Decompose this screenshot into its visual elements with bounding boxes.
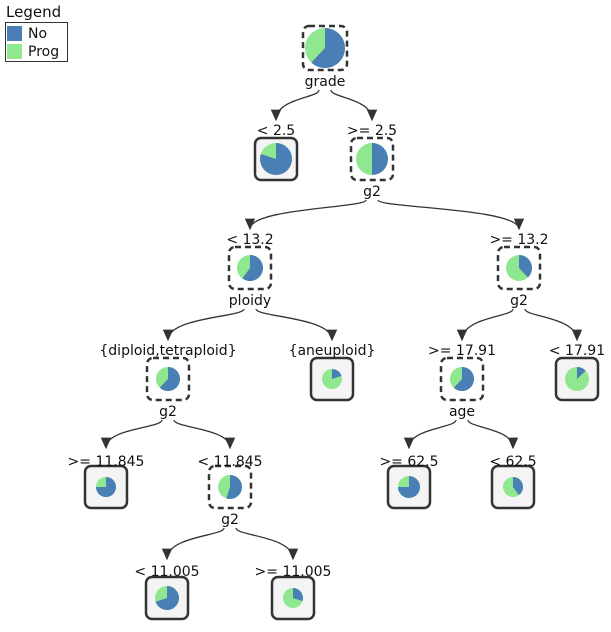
split-node-n4 bbox=[227, 245, 273, 291]
legend-swatch-prog bbox=[7, 44, 22, 59]
pie-slice-no bbox=[513, 477, 524, 496]
edge-n1-n3 bbox=[330, 89, 378, 122]
legend-label-no: No bbox=[28, 25, 48, 42]
split-node-n8 bbox=[439, 356, 485, 402]
pie-slice-no bbox=[293, 588, 303, 602]
leaf-node-n2 bbox=[253, 136, 299, 182]
edge-n11-n15 bbox=[235, 527, 299, 561]
leaf-node-n7 bbox=[309, 356, 355, 402]
pie-slice-no bbox=[155, 586, 180, 610]
edge-label-n5-n8: >= 17.91 bbox=[428, 343, 496, 359]
edge-label-n6-n11: < 11.845 bbox=[197, 454, 262, 470]
split-variable-label-n3: g2 bbox=[363, 184, 381, 200]
edge-label-n3-n4: < 13.2 bbox=[226, 232, 273, 248]
pie-slice-no bbox=[159, 367, 180, 391]
edge-n4-n6 bbox=[162, 308, 245, 342]
edge-label-n1-n3: >= 2.5 bbox=[347, 123, 397, 139]
edge-n8-n13 bbox=[467, 419, 519, 450]
legend-label-prog: Prog bbox=[28, 43, 60, 60]
split-variable-label-n5: g2 bbox=[510, 293, 528, 309]
pie-slice-no bbox=[372, 143, 388, 175]
leaf-node-n14 bbox=[144, 575, 190, 621]
edge-n8-n12 bbox=[403, 419, 457, 450]
split-variable-label-n4: ploidy bbox=[229, 293, 271, 309]
pie-slice-no bbox=[577, 367, 586, 379]
split-node-n5 bbox=[496, 245, 542, 291]
edge-n1-n2 bbox=[270, 89, 320, 122]
edge-n4-n7 bbox=[255, 308, 338, 342]
legend-title: Legend bbox=[6, 3, 62, 21]
pie-slice-no bbox=[226, 475, 242, 500]
split-variable-label-n11: g2 bbox=[221, 512, 239, 528]
edge-label-n8-n12: >= 62.5 bbox=[379, 454, 438, 470]
legend-item-no: No bbox=[7, 25, 47, 42]
tree-edges bbox=[100, 89, 583, 561]
split-node-n11 bbox=[207, 464, 253, 510]
edge-label-n11-n15: >= 11.005 bbox=[255, 564, 332, 580]
pie-slice-no bbox=[453, 367, 474, 391]
leaf-node-n13 bbox=[490, 464, 536, 510]
split-node-n6 bbox=[145, 356, 191, 402]
edge-label-n8-n13: < 62.5 bbox=[489, 454, 536, 470]
pie-slice-no bbox=[242, 255, 263, 281]
edge-n3-n4 bbox=[244, 199, 367, 231]
leaf-node-n15 bbox=[270, 575, 316, 621]
pie-slice-no bbox=[332, 369, 342, 379]
split-node-n1 bbox=[301, 24, 349, 72]
pie-slice-no bbox=[260, 143, 292, 175]
edge-n5-n9 bbox=[524, 308, 583, 342]
edge-label-n4-n6: {diploid,tetraploid} bbox=[99, 343, 236, 359]
edge-label-n1-n2: < 2.5 bbox=[257, 123, 295, 139]
edge-label-n11-n14: < 11.005 bbox=[134, 564, 199, 580]
edge-n5-n8 bbox=[456, 308, 514, 342]
legend-item-prog: Prog bbox=[7, 43, 59, 60]
edge-label-n6-n10: >= 11.845 bbox=[68, 454, 145, 470]
edge-n3-n5 bbox=[377, 199, 525, 231]
leaf-node-n10 bbox=[83, 464, 129, 510]
edge-label-n3-n5: >= 13.2 bbox=[489, 232, 548, 248]
pie-slice-no bbox=[311, 28, 346, 68]
edge-n6-n11 bbox=[173, 419, 236, 450]
tree-nodes bbox=[83, 24, 600, 621]
legend-swatch-no bbox=[7, 26, 22, 41]
split-variable-label-n1: grade bbox=[305, 74, 346, 90]
edge-n6-n10 bbox=[100, 419, 163, 450]
tree-labels: < 2.5 >= 2.5 < 13.2 >= 13.2 {diploid,tetrapl… bbox=[68, 74, 606, 580]
split-node-n3 bbox=[349, 136, 395, 182]
split-variable-label-n6: g2 bbox=[159, 404, 177, 420]
edge-label-n5-n9: < 17.91 bbox=[549, 343, 605, 359]
pie-slice-no bbox=[96, 477, 116, 497]
edge-label-n4-n7: {aneuploid} bbox=[289, 343, 376, 359]
leaf-node-n12 bbox=[386, 464, 432, 510]
edge-n11-n14 bbox=[161, 527, 225, 561]
split-variable-label-n8: age bbox=[449, 404, 475, 420]
legend: No Prog bbox=[5, 22, 68, 62]
pie-slice-no bbox=[519, 255, 532, 278]
pie-slice-no bbox=[398, 476, 420, 498]
leaf-node-n9 bbox=[554, 356, 600, 402]
